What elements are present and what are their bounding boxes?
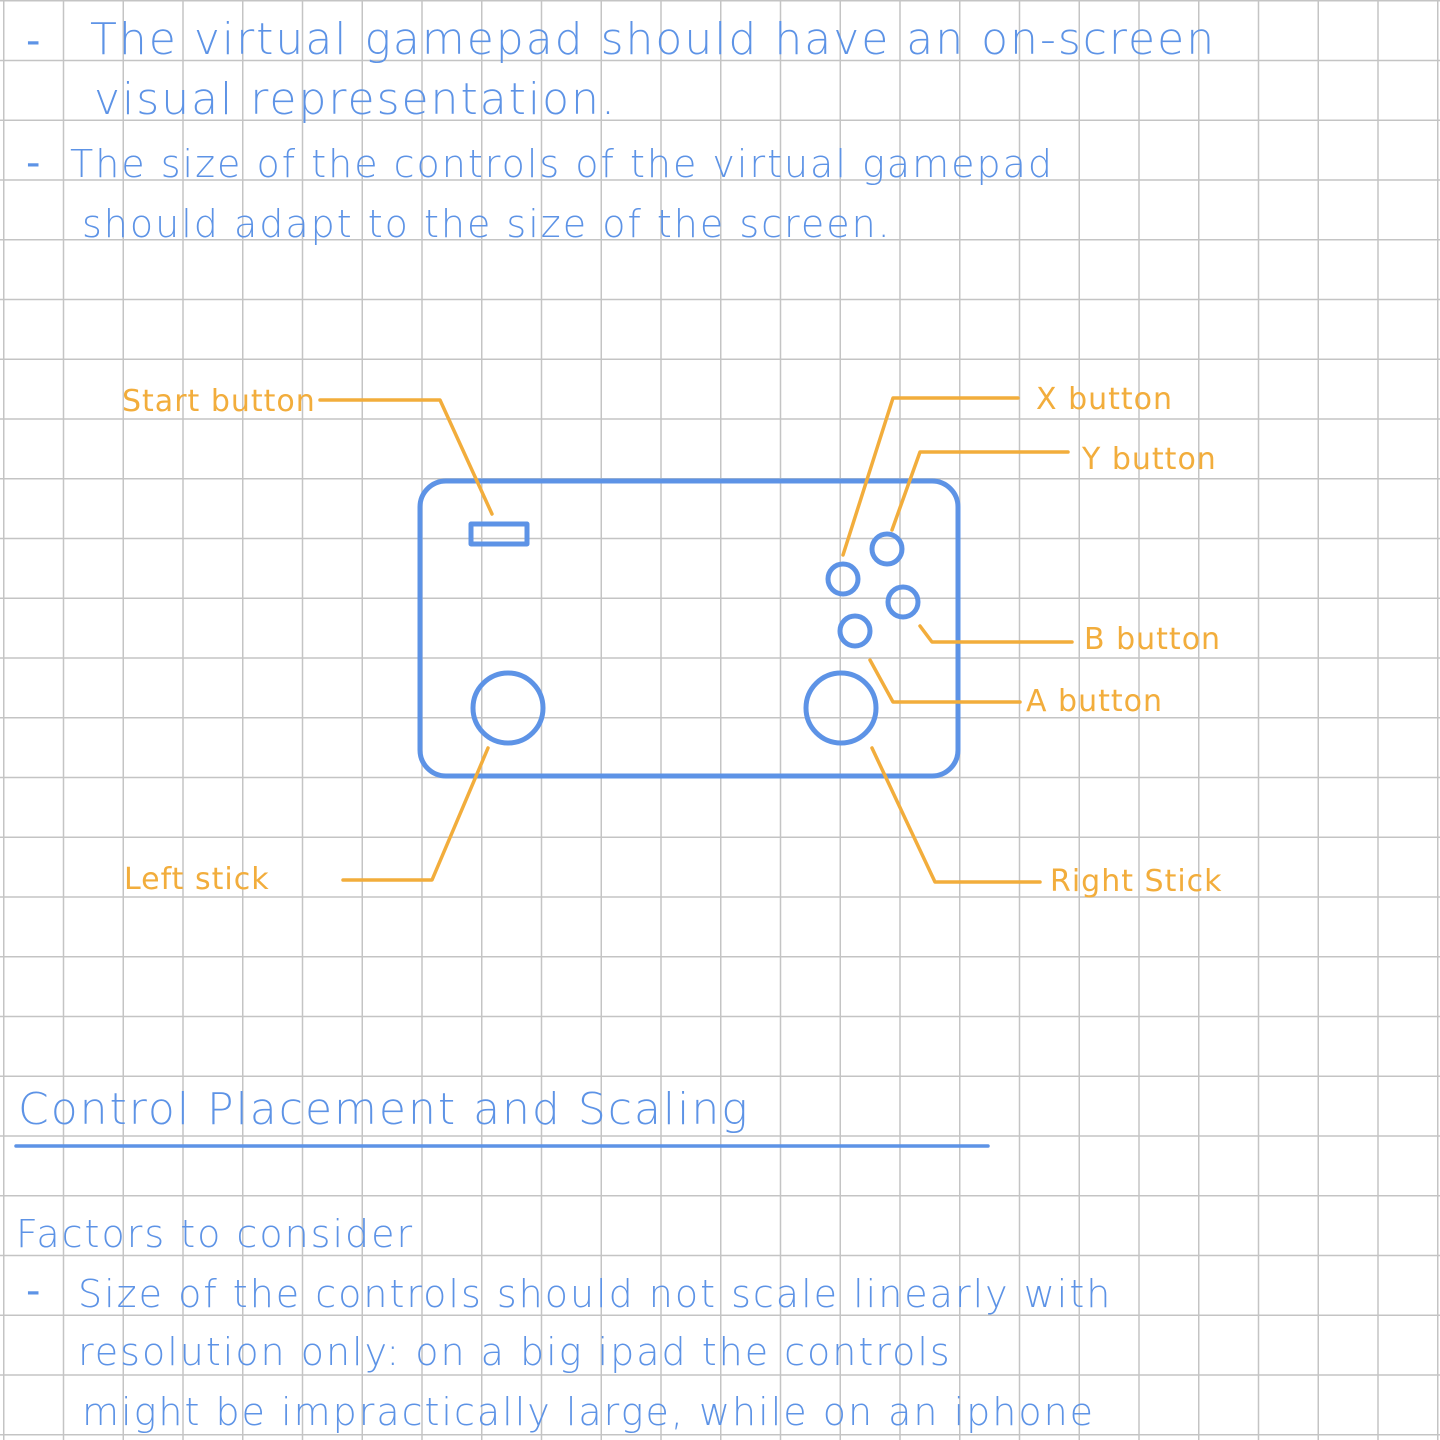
right-stick-shape xyxy=(803,670,879,746)
x-button-shape xyxy=(825,561,861,597)
bullet-1-line-2: visual representation. xyxy=(94,74,617,125)
b-button-leader xyxy=(918,624,1074,644)
start-button-shape xyxy=(468,521,530,547)
gamepad-outline xyxy=(417,478,961,779)
y-button-leader xyxy=(890,450,1070,532)
left-stick-leader xyxy=(341,746,490,882)
a-button-leader xyxy=(868,658,1022,704)
bullet-3-line-1: Size of the controls should not scale li… xyxy=(78,1272,1113,1316)
subheading: Factors to consider xyxy=(16,1212,415,1256)
bullet-2-line-1: The size of the controls of the virtual … xyxy=(70,142,1054,186)
x-button-leader xyxy=(841,396,1020,557)
x-button-label: X button xyxy=(1036,382,1174,417)
section-heading: Control Placement and Scaling xyxy=(18,1084,750,1135)
b-button-label: B button xyxy=(1084,622,1222,657)
bullet-dash: - xyxy=(26,1268,41,1314)
start-button-label: Start button xyxy=(122,384,316,419)
a-button-shape xyxy=(837,613,873,649)
a-button-label: A button xyxy=(1026,684,1164,719)
b-button-shape xyxy=(885,584,921,620)
right-stick-leader xyxy=(870,746,1042,884)
bullet-3-line-2: resolution only: on a big ipad the contr… xyxy=(78,1330,952,1374)
right-stick-label: Right Stick xyxy=(1050,864,1223,899)
y-button-label: Y button xyxy=(1082,442,1217,477)
start-button-leader xyxy=(318,398,494,516)
left-stick-label: Left stick xyxy=(124,862,270,897)
bullet-1-line-1: The virtual gamepad should have an on-sc… xyxy=(90,14,1217,65)
y-button-shape xyxy=(869,531,905,567)
bullet-2-line-2: should adapt to the size of the screen. xyxy=(82,202,892,246)
bullet-dash: - xyxy=(26,140,41,186)
bullet-dash: - xyxy=(26,18,41,64)
left-stick-shape xyxy=(470,670,546,746)
bullet-3-line-3: might be impractically large, while on a… xyxy=(82,1390,1096,1434)
